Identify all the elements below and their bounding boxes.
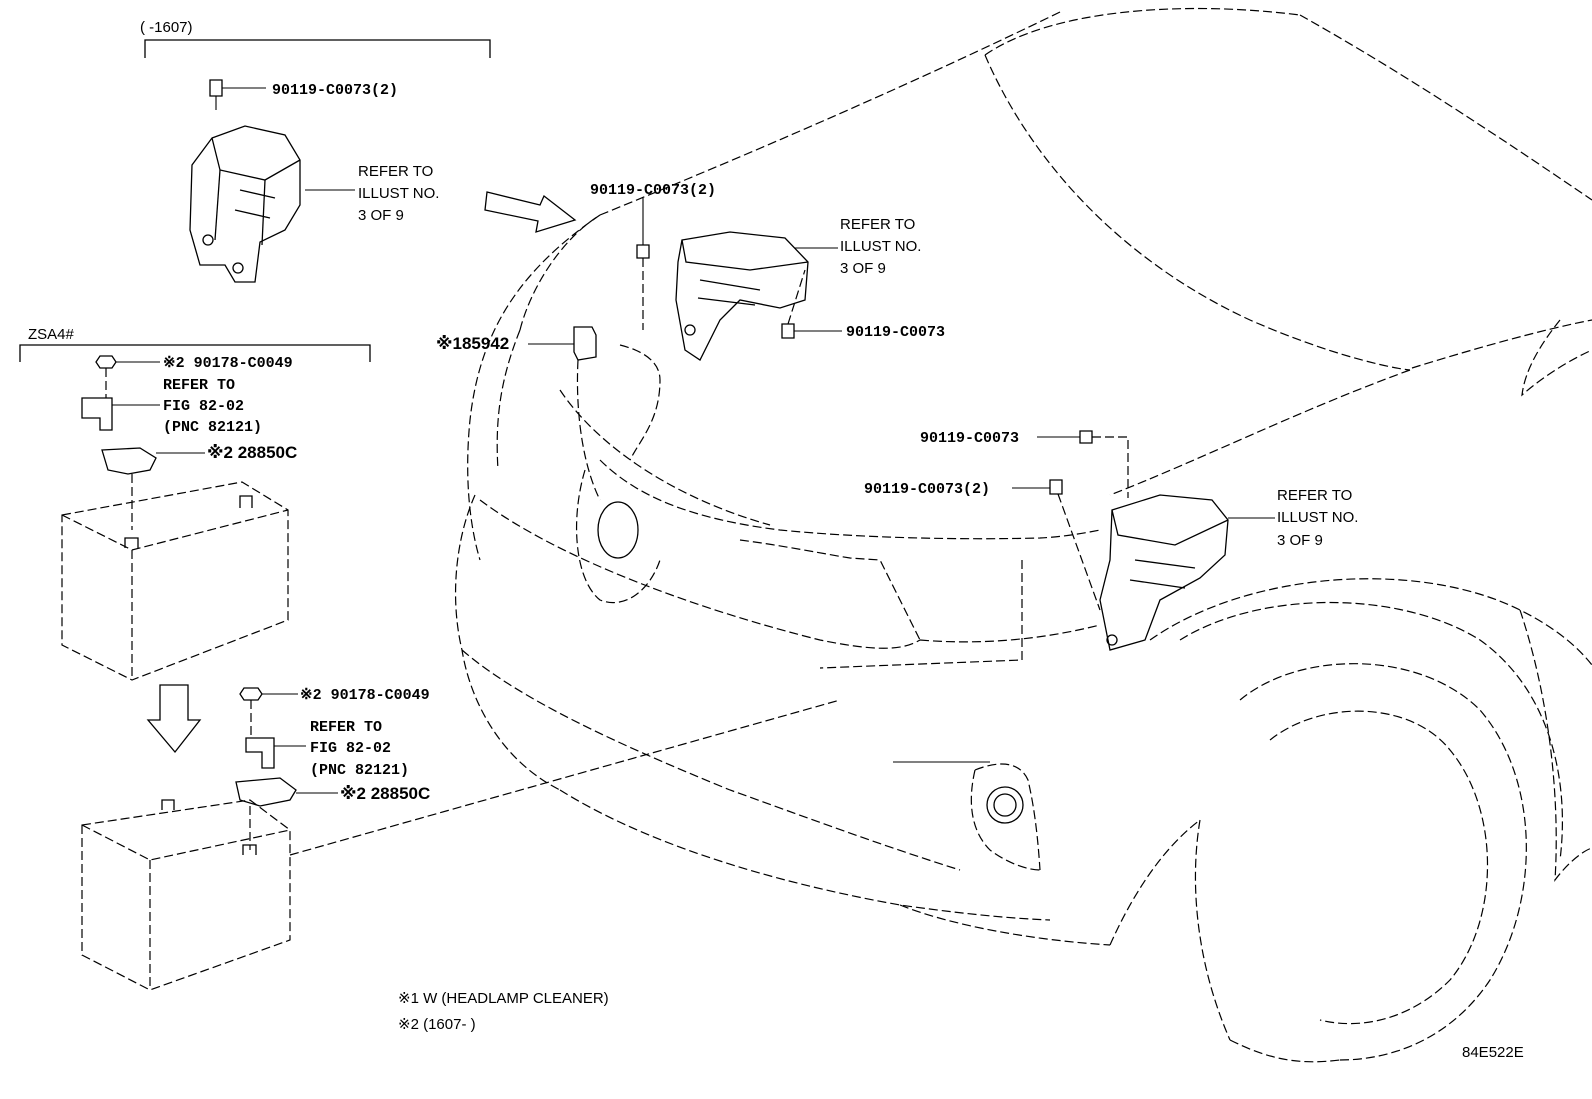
footnote-1: ※1 W (HEADLAMP CLEANER) [398, 990, 609, 1007]
sensor-label: ※185942 [436, 334, 509, 353]
refer-label: (PNC 82121) [310, 762, 409, 779]
nut-label: ※2 90178-C0049 [300, 687, 430, 704]
refer-label: ILLUST NO. [358, 185, 439, 202]
direction-arrow-down [146, 684, 202, 754]
sensor-assembly: ※185942 [436, 326, 597, 361]
refer-label: 3 OF 9 [1277, 532, 1323, 549]
date-range-label: ( -1607) [140, 19, 193, 36]
fuse-box-mid-assembly: 90119-C0073(2) REFER TO ILLUST NO. 3 OF … [590, 182, 945, 361]
model-header: ZSA4# [19, 326, 371, 362]
refer-label: ILLUST NO. [840, 238, 921, 255]
bolt-label: 90119-C0073 [920, 430, 1019, 447]
refer-label: ILLUST NO. [1277, 509, 1358, 526]
terminal-label: ※2 28850C [340, 784, 430, 803]
vehicle-outline [454, 7, 1592, 1063]
refer-label: FIG 82-02 [163, 398, 244, 415]
bolt-label: 90119-C0073 [846, 324, 945, 341]
refer-label: 3 OF 9 [840, 260, 886, 277]
bolt-label: 90119-C0073(2) [864, 481, 990, 498]
refer-label: FIG 82-02 [310, 740, 391, 757]
refer-label: REFER TO [310, 719, 382, 736]
refer-label: (PNC 82121) [163, 419, 262, 436]
refer-label: REFER TO [840, 216, 915, 233]
refer-label: 3 OF 9 [358, 207, 404, 224]
model-code-label: ZSA4# [28, 326, 75, 343]
bolt-label: 90119-C0073(2) [590, 182, 716, 199]
lower-battery-assembly: ※2 90178-C0049 REFER TO FIG 82-02 (PNC 8… [81, 687, 841, 991]
zsa-battery-assembly: ※2 90178-C0049 REFER TO FIG 82-02 (PNC 8… [61, 355, 297, 681]
refer-label: REFER TO [358, 163, 433, 180]
bolt-label: 90119-C0073(2) [272, 82, 398, 99]
refer-label: REFER TO [1277, 487, 1352, 504]
fuse-box-top-assembly: 90119-C0073(2) REFER TO ILLUST NO. 3 OF … [189, 79, 439, 283]
date-range-header: ( -1607) [140, 19, 491, 58]
fuse-box-right-assembly: 90119-C0073 90119-C0073(2) REFER TO ILLU… [864, 430, 1358, 651]
footnote-2: ※2 (1607- ) [398, 1016, 476, 1033]
terminal-label: ※2 28850C [207, 443, 297, 462]
nut-label: ※2 90178-C0049 [163, 355, 293, 372]
refer-label: REFER TO [163, 377, 235, 394]
illustration-id: 84E522E [1462, 1044, 1524, 1061]
direction-arrow-right [484, 191, 577, 233]
footnotes: ※1 W (HEADLAMP CLEANER) ※2 (1607- ) [398, 990, 609, 1033]
